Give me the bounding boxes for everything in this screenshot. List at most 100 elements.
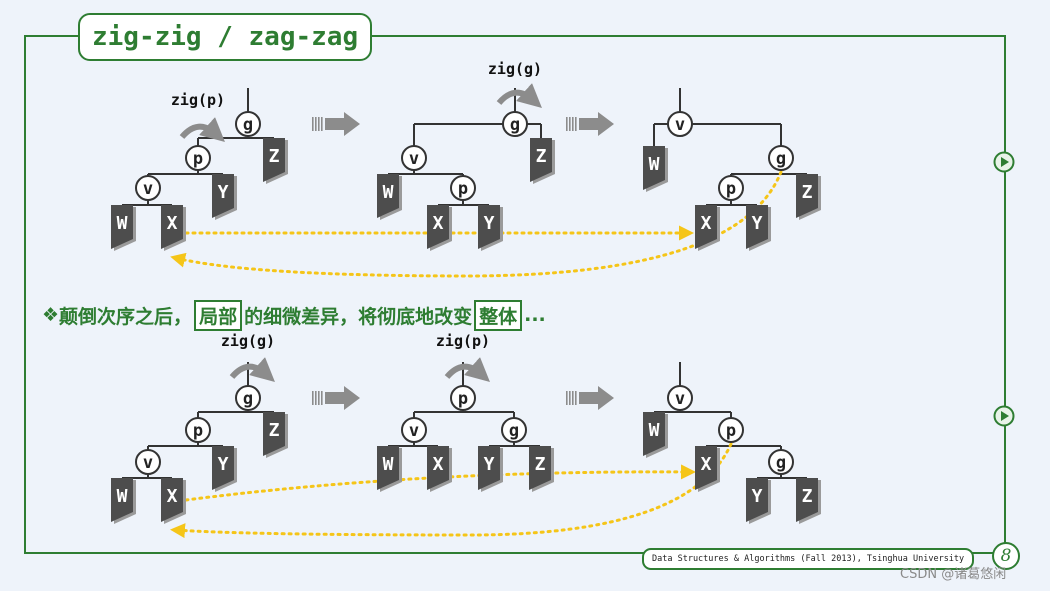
subtree-label-z: Z <box>269 146 280 167</box>
subtree-w <box>111 478 133 522</box>
rotation-arrow-icon <box>444 357 490 382</box>
node-g <box>768 145 794 171</box>
subtree-label-x: X <box>701 213 712 234</box>
subtree-w <box>377 446 399 490</box>
node-label-p: p <box>458 179 468 199</box>
subtree-y <box>746 205 768 249</box>
node-g <box>235 385 261 411</box>
subtree-label-y: Y <box>484 213 495 234</box>
subtree-z <box>529 446 551 490</box>
operation-label: zig(g) <box>221 332 275 350</box>
play-triangle-icon <box>1001 411 1009 421</box>
subtree-label-x: X <box>167 213 178 234</box>
slide-frame <box>24 35 1006 554</box>
subtree-label-z: Z <box>535 454 546 475</box>
subtree-label-w: W <box>117 213 128 234</box>
node-label-p: p <box>458 389 468 409</box>
subtree-x <box>161 205 183 249</box>
node-label-v: v <box>675 115 685 135</box>
node-label-g: g <box>243 389 253 409</box>
transition-arrow-icon <box>312 386 360 410</box>
subtree-w <box>643 146 665 190</box>
subtree-x <box>161 478 183 522</box>
watermark: CSDN @诸葛悠闲 <box>900 567 1007 582</box>
transition-arrow-icon <box>566 386 614 410</box>
next-play-button-2[interactable] <box>993 405 1015 427</box>
subtree-y <box>212 446 234 490</box>
next-play-button[interactable] <box>993 151 1015 173</box>
subtree-label-w: W <box>383 182 394 203</box>
node-label-v: v <box>409 149 419 169</box>
node-label-p: p <box>193 421 203 441</box>
subtree-x <box>695 205 717 249</box>
node-label-p: p <box>193 149 203 169</box>
subtree-label-w: W <box>649 154 660 175</box>
rotation-arrow-icon <box>179 117 225 142</box>
page-number: 8 <box>992 542 1020 570</box>
subtree-w <box>643 412 665 456</box>
bullet-symbol-icon: ❖ <box>42 304 60 326</box>
subtree-label-x: X <box>167 486 178 507</box>
node-label-g: g <box>776 149 786 169</box>
subtree-label-y: Y <box>218 182 229 203</box>
subtree-x <box>427 446 449 490</box>
operation-label: zig(g) <box>488 60 542 78</box>
slide-title: zig-zig / zag-zag <box>92 22 359 52</box>
subtree-label-y: Y <box>752 486 763 507</box>
node-v <box>667 111 693 137</box>
subtree-y <box>746 478 768 522</box>
subtree-z <box>796 478 818 522</box>
subtree-z <box>263 412 285 456</box>
node-g <box>768 449 794 475</box>
node-p <box>450 385 476 411</box>
subtree-z <box>263 138 285 182</box>
subtree-x <box>427 205 449 249</box>
bullet-boxed-whole: 整体 <box>474 299 523 331</box>
node-v <box>667 385 693 411</box>
operation-label: zig(p) <box>171 91 225 109</box>
node-p <box>718 417 744 443</box>
subtree-label-z: Z <box>802 182 813 203</box>
node-g <box>235 111 261 137</box>
bullet-statement: ❖ 颠倒次序之后， 局部 的细微差异，将彻底地改变 整体 ... <box>42 299 546 331</box>
bullet-text-3: ... <box>524 304 546 326</box>
subtree-label-y: Y <box>218 454 229 475</box>
subtree-label-z: Z <box>536 146 547 167</box>
node-label-p: p <box>726 421 736 441</box>
subtree-label-w: W <box>383 454 394 475</box>
subtree-label-x: X <box>433 454 444 475</box>
node-p <box>450 175 476 201</box>
node-v <box>135 175 161 201</box>
node-label-v: v <box>143 453 153 473</box>
subtree-w <box>377 174 399 218</box>
subtree-y <box>478 446 500 490</box>
subtree-z <box>530 138 552 182</box>
rotation-arrow-icon <box>229 357 275 382</box>
node-p <box>185 417 211 443</box>
node-v <box>135 449 161 475</box>
bullet-text-1: 颠倒次序之后， <box>59 305 193 328</box>
node-label-v: v <box>409 421 419 441</box>
subtree-label-y: Y <box>484 454 495 475</box>
footer-credit: Data Structures & Algorithms (Fall 2013)… <box>642 548 975 570</box>
node-g <box>501 417 527 443</box>
subtree-label-w: W <box>649 420 660 441</box>
bullet-boxed-local: 局部 <box>194 299 243 331</box>
node-v <box>401 145 427 171</box>
rotation-arrow-icon <box>496 83 542 108</box>
operation-label: zig(p) <box>436 332 490 350</box>
subtree-z <box>796 174 818 218</box>
node-label-g: g <box>776 453 786 473</box>
node-p <box>718 175 744 201</box>
transition-arrow-icon <box>566 112 614 136</box>
node-v <box>401 417 427 443</box>
subtree-y <box>212 174 234 218</box>
node-g <box>502 111 528 137</box>
subtree-label-y: Y <box>752 213 763 234</box>
title-box: zig-zig / zag-zag <box>78 13 373 61</box>
dotted-arrow <box>170 442 733 539</box>
bullet-text-2: 的细微差异，将彻底地改变 <box>244 305 473 328</box>
node-label-p: p <box>726 179 736 199</box>
